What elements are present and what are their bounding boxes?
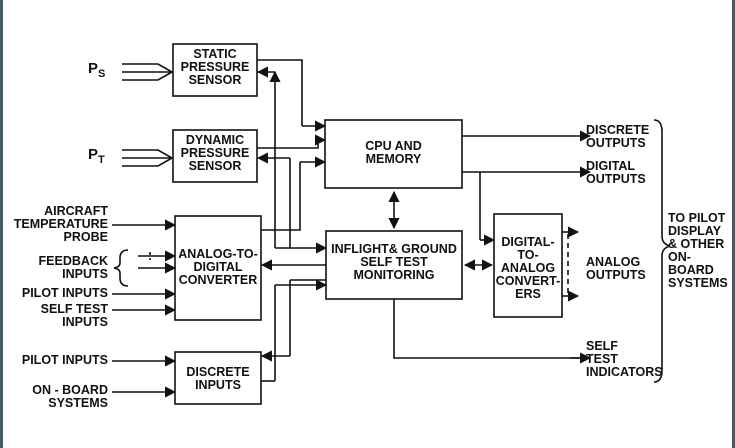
right-border bbox=[732, 0, 735, 448]
pilot-inputs-1-label: PILOT INPUTS bbox=[21, 286, 108, 300]
ps-label: PS bbox=[88, 60, 106, 80]
discrete-inputs-block bbox=[174, 351, 262, 405]
left-border bbox=[0, 0, 3, 448]
dac-block bbox=[493, 213, 563, 318]
pilot-inputs-2-label: PILOT INPUTS bbox=[21, 353, 108, 367]
pt-label: PT bbox=[88, 146, 105, 166]
cpu-block bbox=[324, 119, 463, 189]
